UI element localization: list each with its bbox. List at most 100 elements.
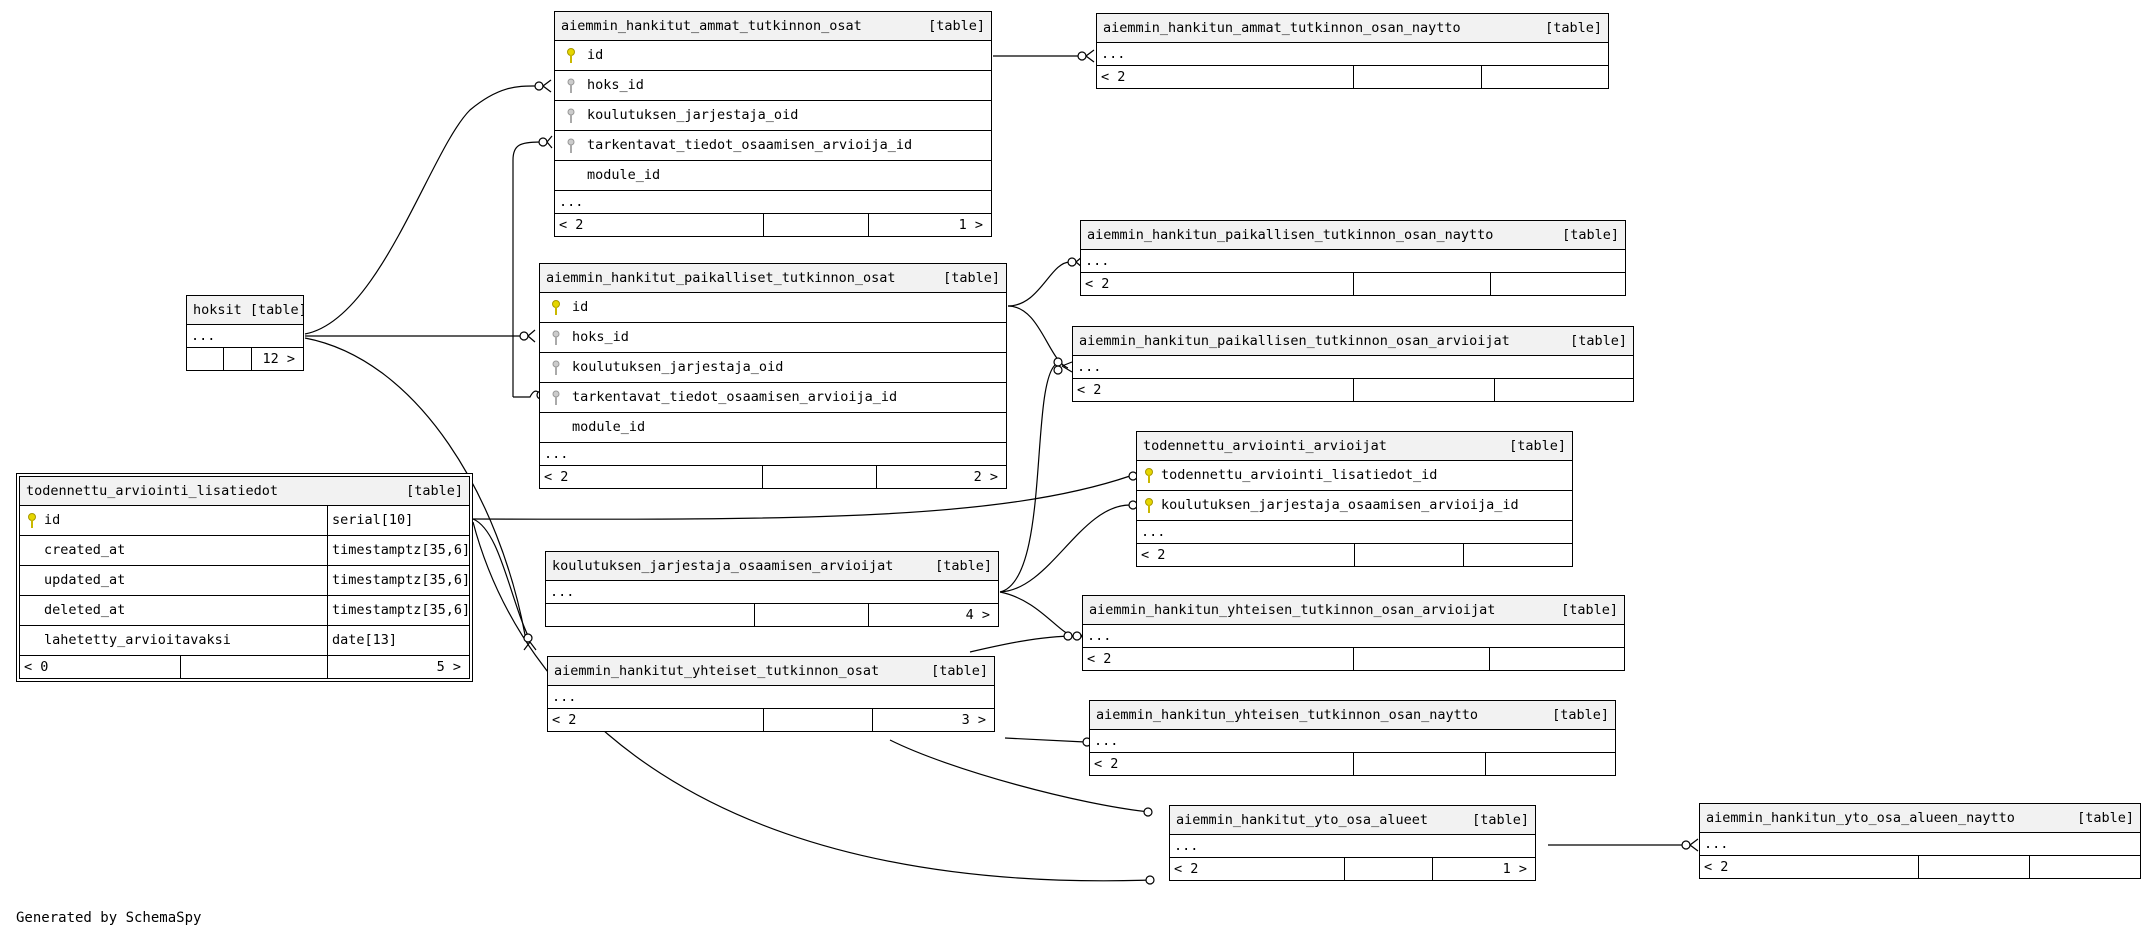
children-count[interactable]: 2 >: [876, 466, 1006, 488]
table-header: todennettu_arviointi_arvioijat[table]: [1137, 432, 1572, 461]
more-columns[interactable]: ...: [548, 686, 994, 709]
column-row[interactable]: tarkentavat_tiedot_osaamisen_arvioija_id: [555, 131, 991, 161]
table-hoksit[interactable]: hoksit [table] ... 12 >: [186, 295, 307, 371]
table-footer: < 2: [1081, 273, 1625, 295]
foreign-key-icon: [552, 360, 560, 375]
column-name: updated_at: [44, 572, 126, 588]
table-tag: [table]: [1552, 707, 1609, 723]
table-aiemmin-hankitun-paikallisen-tutkinnon-osan-arvioijat[interactable]: aiemmin_hankitun_paikallisen_tutkinnon_o…: [1072, 326, 1634, 402]
more-columns[interactable]: ...: [1097, 43, 1608, 66]
foreign-key-icon: [552, 330, 560, 345]
parents-count[interactable]: < 2: [559, 217, 584, 233]
table-aiemmin-hankitun-yhteisen-tutkinnon-osan-arvioijat[interactable]: aiemmin_hankitun_yhteisen_tutkinnon_osan…: [1082, 595, 1625, 671]
table-name: todennettu_arviointi_lisatiedot: [26, 483, 278, 499]
parents-count[interactable]: < 2: [1704, 859, 1729, 875]
table-aiemmin-hankitut-yhteiset-tutkinnon-osat[interactable]: aiemmin_hankitut_yhteiset_tutkinnon_osat…: [547, 656, 995, 732]
children-count[interactable]: 4 >: [868, 604, 998, 626]
column-row[interactable]: hoks_id: [540, 323, 1006, 353]
table-todennettu-arviointi-arvioijat[interactable]: todennettu_arviointi_arvioijat[table] to…: [1136, 431, 1573, 567]
table-aiemmin-hankitut-paikalliset-tutkinnon-osat[interactable]: aiemmin_hankitut_paikalliset_tutkinnon_o…: [539, 263, 1007, 489]
parents-count[interactable]: < 2: [1141, 547, 1166, 563]
children-count[interactable]: 5 >: [327, 656, 469, 678]
table-header: aiemmin_hankitun_yhteisen_tutkinnon_osan…: [1083, 596, 1624, 625]
column-row[interactable]: koulutuksen_jarjestaja_oid: [540, 353, 1006, 383]
column-row[interactable]: koulutuksen_jarjestaja_osaamisen_arvioij…: [1137, 491, 1572, 521]
column-row[interactable]: hoks_id: [555, 71, 991, 101]
parents-count[interactable]: < 2: [1101, 69, 1126, 85]
children-count[interactable]: 1 >: [868, 214, 991, 236]
more-columns[interactable]: ...: [1137, 521, 1572, 544]
parents-count[interactable]: < 2: [552, 712, 577, 728]
table-header: aiemmin_hankitut_ammat_tutkinnon_osat[ta…: [555, 12, 991, 41]
column-name: tarkentavat_tiedot_osaamisen_arvioija_id: [572, 389, 898, 405]
column-row[interactable]: id: [555, 41, 991, 71]
table-aiemmin-hankitut-ammat-tutkinnon-osat[interactable]: aiemmin_hankitut_ammat_tutkinnon_osat[ta…: [554, 11, 992, 237]
children-count[interactable]: 1 >: [1432, 858, 1535, 880]
column-row[interactable]: module_id: [540, 413, 1006, 443]
table-footer: < 2: [1090, 753, 1615, 775]
table-tag: [table]: [943, 270, 1000, 286]
column-row[interactable]: module_id: [555, 161, 991, 191]
table-aiemmin-hankitun-ammat-tutkinnon-osan-naytto[interactable]: aiemmin_hankitun_ammat_tutkinnon_osan_na…: [1096, 13, 1609, 89]
more-columns[interactable]: ...: [555, 191, 991, 214]
foreign-key-icon: [567, 78, 575, 93]
table-header: hoksit [table]: [187, 296, 307, 325]
column-name: hoks_id: [572, 329, 629, 345]
column-row[interactable]: koulutuksen_jarjestaja_oid: [555, 101, 991, 131]
more-columns[interactable]: ...: [1170, 835, 1535, 858]
table-name: aiemmin_hankitun_yhteisen_tutkinnon_osan…: [1089, 602, 1496, 618]
table-koulutuksen-jarjestaja-osaamisen-arvioijat[interactable]: koulutuksen_jarjestaja_osaamisen_arvioij…: [545, 551, 999, 627]
more-columns[interactable]: ...: [1081, 250, 1625, 273]
table-tag: [table]: [249, 302, 307, 318]
primary-key-icon: [28, 513, 36, 528]
parents-count[interactable]: < 2: [1094, 756, 1119, 772]
table-header: aiemmin_hankitut_yto_osa_alueet[table]: [1170, 806, 1535, 835]
column-name: tarkentavat_tiedot_osaamisen_arvioija_id: [587, 137, 913, 153]
more-columns[interactable]: ...: [1073, 356, 1633, 379]
table-footer: < 2: [1083, 648, 1624, 670]
parents-count[interactable]: < 2: [1077, 382, 1102, 398]
children-count[interactable]: 12 >: [251, 348, 303, 370]
column-type: serial[10]: [327, 506, 413, 535]
generated-by-label: Generated by SchemaSpy: [16, 910, 202, 926]
column-name: module_id: [572, 419, 646, 435]
column-row[interactable]: tarkentavat_tiedot_osaamisen_arvioija_id: [540, 383, 1006, 413]
table-tag: [table]: [1561, 602, 1618, 618]
table-name: aiemmin_hankitut_paikalliset_tutkinnon_o…: [546, 270, 896, 286]
more-columns[interactable]: ...: [187, 325, 303, 348]
table-header: todennettu_arviointi_lisatiedot [table]: [20, 477, 469, 506]
more-columns[interactable]: ...: [1090, 730, 1615, 753]
children-count[interactable]: 3 >: [872, 709, 994, 731]
more-columns[interactable]: ...: [1700, 833, 2140, 856]
table-tag: [table]: [1570, 333, 1627, 349]
parents-count[interactable]: < 2: [544, 469, 569, 485]
table-tag: [table]: [406, 483, 463, 499]
table-aiemmin-hankitun-yto-osa-alueen-naytto[interactable]: aiemmin_hankitun_yto_osa_alueen_naytto[t…: [1699, 803, 2141, 879]
table-footer: < 2 3 >: [548, 709, 994, 731]
table-name: koulutuksen_jarjestaja_osaamisen_arvioij…: [552, 558, 894, 574]
column-type: timestamptz[35,6]: [327, 596, 470, 625]
table-aiemmin-hankitut-yto-osa-alueet[interactable]: aiemmin_hankitut_yto_osa_alueet[table] .…: [1169, 805, 1536, 881]
table-todennettu-arviointi-lisatiedot[interactable]: todennettu_arviointi_lisatiedot [table] i…: [16, 473, 473, 682]
more-columns[interactable]: ...: [1083, 625, 1624, 648]
parents-count[interactable]: < 2: [1174, 861, 1199, 877]
table-header: aiemmin_hankitun_ammat_tutkinnon_osan_na…: [1097, 14, 1608, 43]
more-columns[interactable]: ...: [546, 581, 998, 604]
column-row[interactable]: todennettu_arviointi_lisatiedot_id: [1137, 461, 1572, 491]
more-columns[interactable]: ...: [540, 443, 1006, 466]
table-tag: [table]: [935, 558, 992, 574]
parents-count[interactable]: < 2: [1085, 276, 1110, 292]
table-footer: < 2: [1097, 66, 1608, 88]
primary-key-icon: [567, 48, 575, 63]
parents-count[interactable]: < 0: [24, 659, 49, 675]
column-row[interactable]: id: [540, 293, 1006, 323]
parents-count[interactable]: < 2: [1087, 651, 1112, 667]
table-aiemmin-hankitun-yhteisen-tutkinnon-osan-naytto[interactable]: aiemmin_hankitun_yhteisen_tutkinnon_osan…: [1089, 700, 1616, 776]
table-header: aiemmin_hankitun_paikallisen_tutkinnon_o…: [1081, 221, 1625, 250]
table-aiemmin-hankitun-paikallisen-tutkinnon-osan-naytto[interactable]: aiemmin_hankitun_paikallisen_tutkinnon_o…: [1080, 220, 1626, 296]
